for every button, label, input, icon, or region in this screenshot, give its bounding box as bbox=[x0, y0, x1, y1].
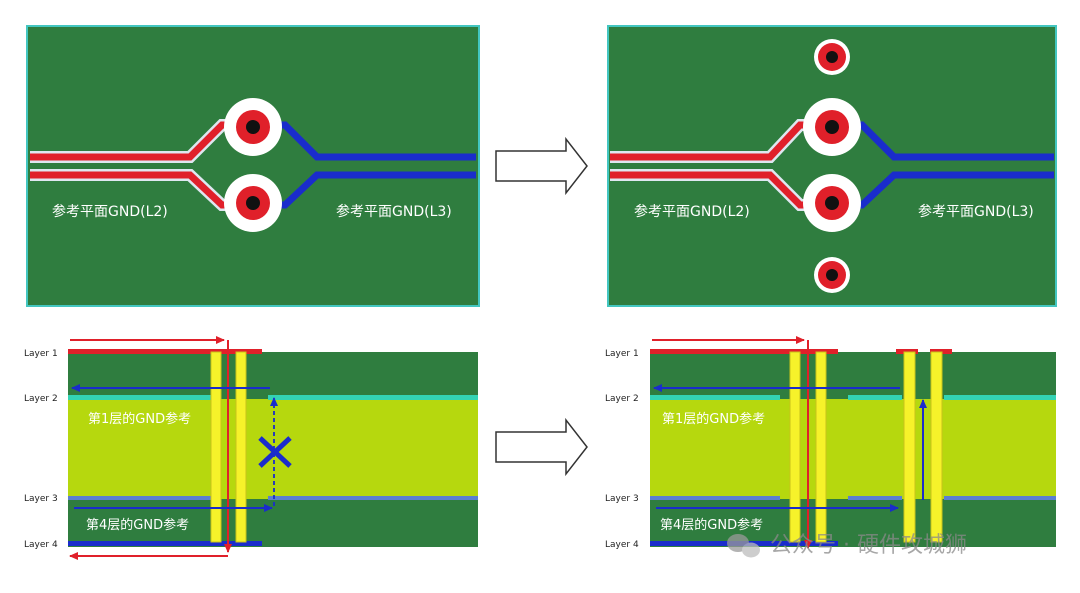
gnd-plane-l3 bbox=[68, 496, 218, 500]
signal-via bbox=[803, 174, 861, 232]
signal-via bbox=[803, 98, 861, 156]
signal-via-barrel bbox=[235, 351, 247, 543]
gnd-plane-l2 bbox=[944, 395, 1056, 400]
layer-label: Layer 3 bbox=[605, 494, 639, 504]
plane-label-l3: 参考平面GND(L3) bbox=[918, 203, 1034, 220]
transition-arrow bbox=[495, 136, 588, 196]
signal-via-barrel bbox=[789, 351, 801, 543]
bottom-left-panel: Layer 1 Layer 2 Layer 3 Layer 4 第1层的GND参… bbox=[24, 336, 478, 560]
layer-label: Layer 4 bbox=[605, 540, 639, 550]
gnd-return-via bbox=[814, 257, 850, 293]
gnd-plane-l2 bbox=[650, 395, 780, 400]
plane-label-l2: 参考平面GND(L2) bbox=[634, 203, 750, 220]
wechat-icon bbox=[727, 534, 760, 558]
plane-label-l3: 参考平面GND(L3) bbox=[336, 203, 452, 220]
gnd-ref-label-top: 第1层的GND参考 bbox=[88, 411, 191, 427]
plane-label-l2: 参考平面GND(L2) bbox=[52, 203, 168, 220]
signal-via bbox=[224, 98, 282, 156]
gnd-stitching-via bbox=[903, 351, 916, 543]
gnd-plane-l3 bbox=[848, 496, 902, 500]
gnd-stitching-via bbox=[930, 351, 943, 543]
gnd-plane-l3 bbox=[268, 496, 478, 500]
layer-label: Layer 2 bbox=[605, 394, 639, 404]
gnd-plane-l2 bbox=[68, 395, 218, 400]
layer-label: Layer 2 bbox=[24, 394, 58, 404]
layer-label: Layer 3 bbox=[24, 494, 58, 504]
layer-label: Layer 1 bbox=[24, 349, 58, 359]
gnd-ref-label-bottom: 第4层的GND参考 bbox=[660, 517, 763, 533]
gnd-plane-l3 bbox=[650, 496, 780, 500]
top-right-panel: 参考平面GND(L2) 参考平面GND(L3) bbox=[607, 25, 1057, 307]
bottom-right-panel: Layer 1 Layer 2 Layer 3 Layer 4 第1层的GND参… bbox=[605, 336, 1056, 550]
watermark: 公众号 · 硬件攻城狮 bbox=[727, 533, 967, 558]
signal-via-barrel bbox=[815, 351, 827, 543]
dielectric-core bbox=[650, 399, 1056, 499]
gnd-ref-label-bottom: 第4层的GND参考 bbox=[86, 517, 189, 533]
signal-via bbox=[224, 174, 282, 232]
layer-label: Layer 1 bbox=[605, 349, 639, 359]
watermark-text: 公众号 · 硬件攻城狮 bbox=[770, 533, 967, 558]
blocked-return-path-icon bbox=[258, 436, 292, 468]
gnd-ref-label-top: 第1层的GND参考 bbox=[662, 411, 765, 427]
transition-arrow bbox=[495, 417, 588, 477]
signal-via-barrel bbox=[210, 351, 222, 543]
layer-label: Layer 4 bbox=[24, 540, 58, 550]
gnd-return-via bbox=[814, 39, 850, 75]
top-left-panel: 参考平面GND(L2) 参考平面GND(L3) bbox=[26, 25, 480, 307]
gnd-plane-l3 bbox=[944, 496, 1056, 500]
gnd-plane-l2 bbox=[848, 395, 902, 400]
gnd-plane-l2 bbox=[268, 395, 478, 400]
